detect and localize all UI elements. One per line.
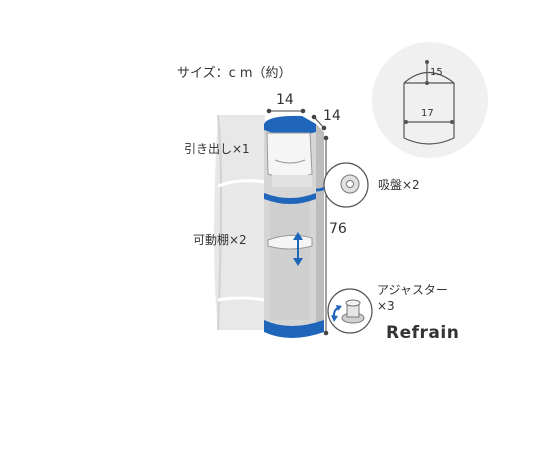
- shelf-move-arrow: [293, 232, 303, 266]
- inset-top-value: 15: [430, 67, 443, 78]
- width-dimension: [266, 108, 306, 114]
- brand-logo: Refrain: [386, 323, 460, 343]
- wall-panel: [214, 114, 266, 331]
- shelf-label: 可動棚×2: [193, 233, 247, 247]
- drawer-label: 引き出し×1: [184, 142, 250, 156]
- suction-cup-callout: [315, 162, 369, 208]
- size-title: サイズ：c m（約）: [177, 66, 292, 81]
- width-value: 14: [276, 92, 294, 108]
- inset-background: [372, 42, 488, 158]
- adjuster-label: アジャスター: [377, 283, 448, 297]
- suction-label: 吸盤×2: [378, 178, 420, 192]
- adjuster-callout: [327, 288, 373, 334]
- inset-bottom-value: 17: [421, 108, 434, 119]
- inset-points: [404, 60, 454, 124]
- rack-body: [264, 115, 324, 338]
- depth-value: 14: [323, 108, 341, 124]
- depth-dimension: [311, 114, 327, 131]
- height-dimension: [323, 135, 329, 336]
- adjuster-count: ×3: [377, 299, 395, 313]
- height-value: 76: [329, 221, 347, 237]
